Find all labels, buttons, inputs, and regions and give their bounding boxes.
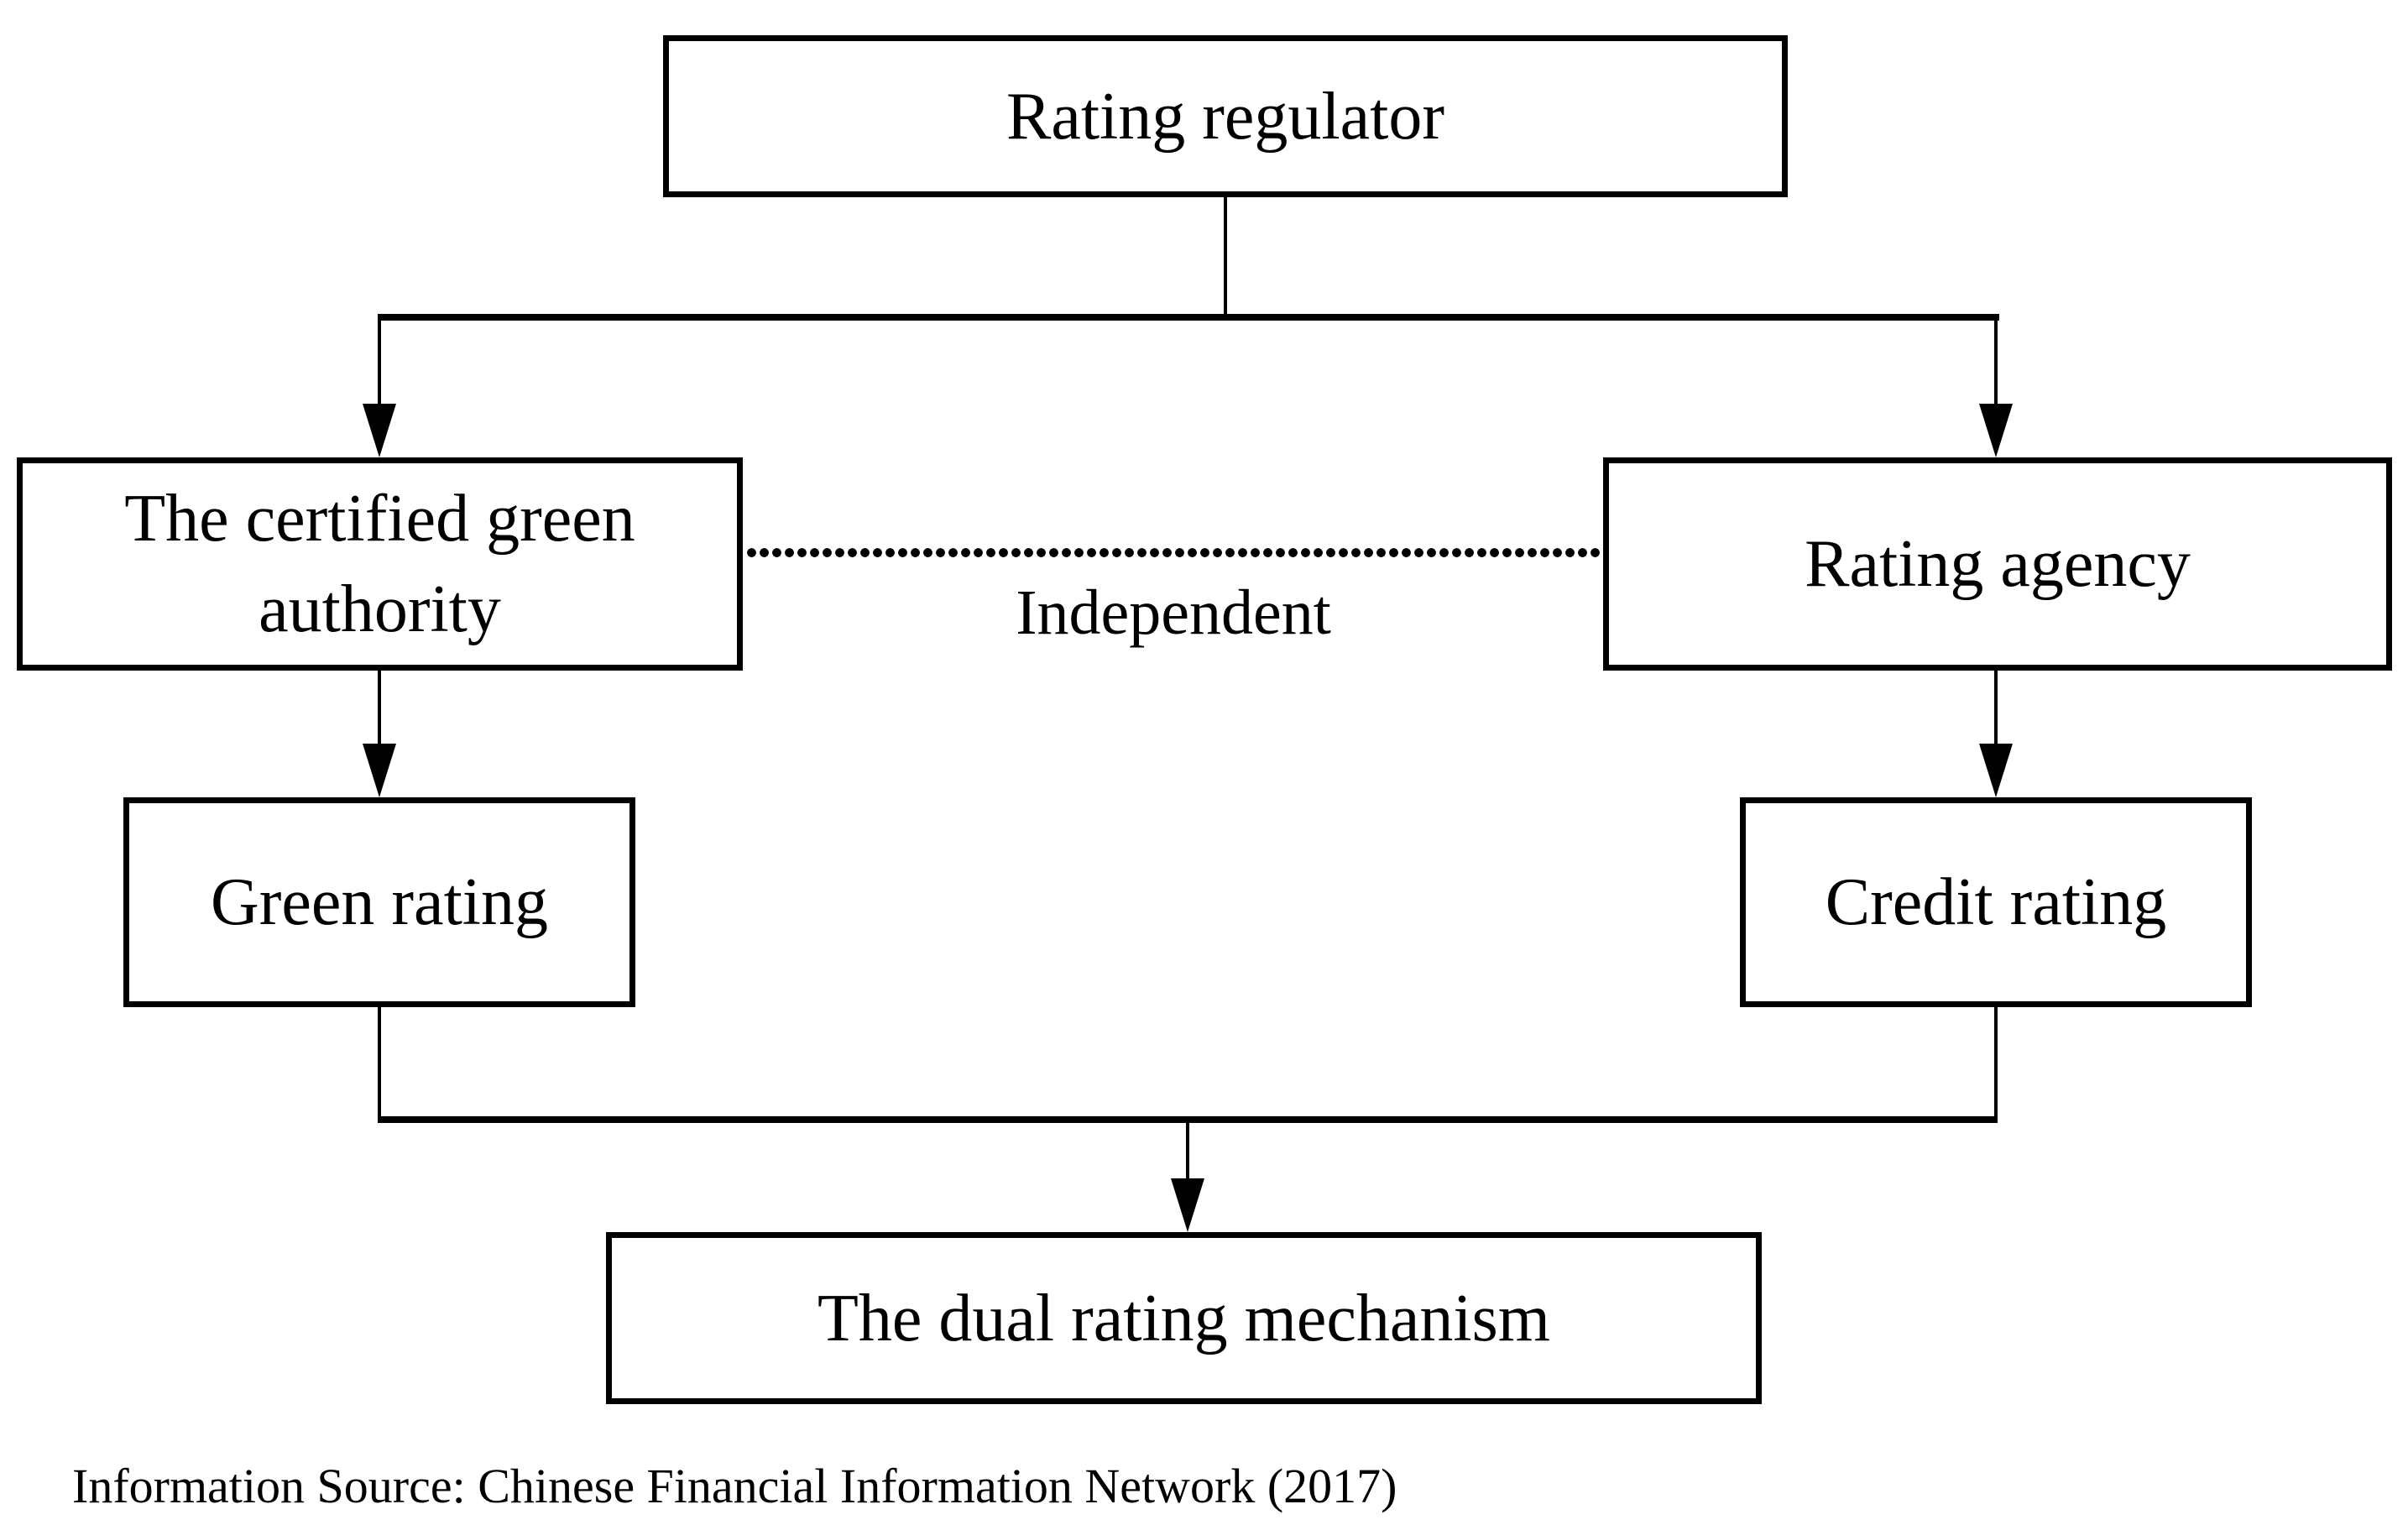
node-green-rating: Green rating: [123, 797, 635, 1007]
connector-green-collector-drop: [378, 1007, 381, 1123]
down-arrowhead-icon: [1979, 744, 2013, 797]
independent-edge-label: Independent: [1016, 577, 1331, 648]
connector-branch-horizontal: [378, 314, 1999, 321]
down-arrowhead-icon: [1171, 1178, 1204, 1232]
connector-right-branch-drop: [1994, 314, 1998, 406]
node-rating-regulator: Rating regulator: [663, 35, 1788, 197]
connector-regulator-drop: [1224, 197, 1227, 317]
node-dual-rating-mechanism-label: The dual rating mechanism: [817, 1281, 1551, 1355]
connector-collector-center-drop: [1186, 1120, 1189, 1178]
connector-independent-dotted: [745, 548, 1603, 557]
node-certified-green-authority: The certified green authority: [17, 457, 743, 671]
connector-left-branch-drop: [378, 314, 381, 406]
node-certified-green-authority-label: The certified green authority: [124, 482, 635, 646]
information-source-note: Information Source: Chinese Financial In…: [72, 1459, 1397, 1513]
connector-authority-to-green: [378, 671, 381, 748]
down-arrowhead-icon: [363, 744, 396, 797]
node-rating-regulator-label: Rating regulator: [1006, 79, 1445, 154]
node-dual-rating-mechanism: The dual rating mechanism: [606, 1232, 1762, 1404]
node-credit-rating-label: Credit rating: [1825, 865, 2167, 939]
node-green-rating-label: Green rating: [210, 865, 549, 939]
connector-credit-collector-drop: [1994, 1007, 1998, 1123]
down-arrowhead-icon: [1979, 404, 2013, 457]
down-arrowhead-icon: [363, 404, 396, 457]
node-rating-agency: Rating agency: [1603, 457, 2392, 671]
node-rating-agency-label: Rating agency: [1805, 527, 2191, 601]
connector-agency-to-credit: [1994, 671, 1998, 748]
node-credit-rating: Credit rating: [1740, 797, 2252, 1007]
